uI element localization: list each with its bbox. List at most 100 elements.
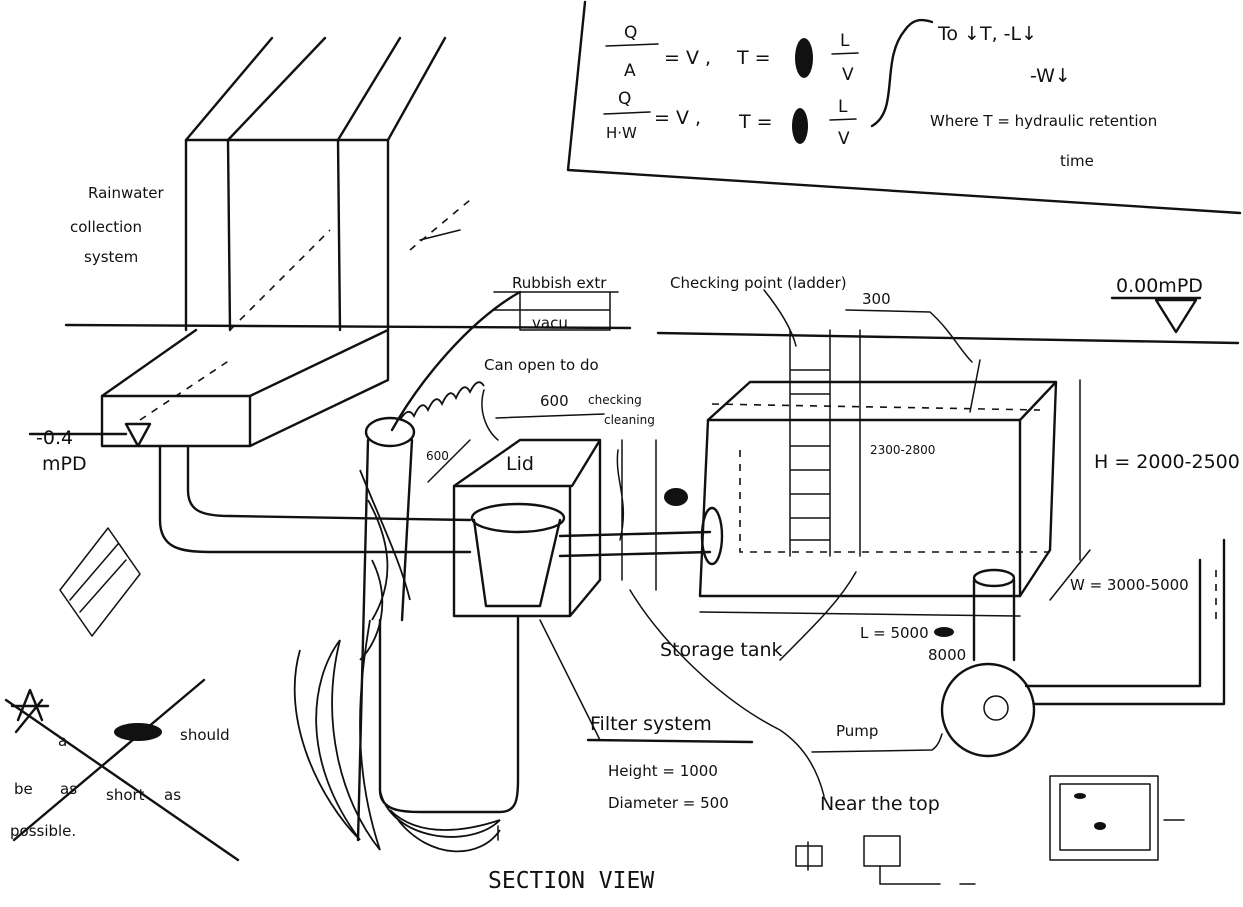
- ink-blot: [664, 488, 688, 506]
- filter-bucket: [472, 518, 562, 608]
- rubbish-label-1: Rubbish extr: [512, 274, 607, 292]
- w-range: W = 3000-5000: [1070, 576, 1189, 594]
- level-marker-left: [124, 422, 152, 448]
- can-open-label: Can open to do: [484, 356, 599, 374]
- tank-inlet: [700, 506, 724, 566]
- filter-bucket-rim: [470, 502, 566, 534]
- level-left-value: -0.4: [36, 427, 73, 449]
- checking-point-label: Checking point (ladder): [670, 274, 847, 292]
- doodle-block: [59, 527, 141, 637]
- note-as2: as: [164, 786, 181, 804]
- rainwater-label-3: system: [84, 248, 138, 266]
- manhole-walls: [356, 438, 414, 842]
- checking-label: checking: [588, 393, 642, 407]
- note-a: a: [58, 732, 67, 750]
- rainwater-building: [28, 36, 471, 448]
- dim-600-side: 600: [426, 449, 449, 463]
- pump-label: Pump: [836, 722, 878, 740]
- level-marker-right: [1154, 298, 1198, 334]
- formula-eq-v2: = V ,: [654, 107, 701, 129]
- formula-v2: V: [838, 129, 850, 149]
- note-should: should: [180, 726, 230, 744]
- dim-600-top-line: [495, 413, 605, 419]
- storage-tank-pointer: [779, 571, 857, 661]
- formula-a: A: [624, 61, 636, 81]
- near-top-pointer: [629, 589, 825, 797]
- fraction-bar-2: [831, 52, 859, 55]
- checking-point-pointer: [763, 289, 797, 347]
- formula-l1: L: [840, 31, 850, 51]
- chain-line: [616, 439, 624, 581]
- dim-300-pointer: [969, 359, 981, 413]
- filter-shaft: [378, 616, 520, 814]
- level-right: 0.00mPD: [1116, 275, 1203, 297]
- formula-l2: L: [838, 97, 848, 117]
- rubbish-extractor: [493, 291, 619, 331]
- rainwater-label-2: collection: [70, 218, 142, 236]
- lid-pointer: [481, 389, 499, 441]
- near-top-label: Near the top: [820, 793, 940, 815]
- pump-pointer: [811, 733, 943, 753]
- note-as: as: [60, 780, 77, 798]
- ladder: [789, 329, 831, 557]
- inlet-scribble: [399, 381, 485, 421]
- storage-tank-label: Storage tank: [660, 639, 783, 661]
- dim-600-side-line: [427, 439, 471, 483]
- formula-hw: H·W: [606, 124, 637, 142]
- dim-300-leader: [845, 309, 973, 363]
- formula-t1: T =: [736, 47, 771, 69]
- manhole-scribble: [293, 469, 411, 851]
- rainwater-label-1: Rainwater: [88, 184, 165, 202]
- dim-l-line: [699, 611, 1021, 617]
- l-range: L = 5000: [860, 624, 929, 642]
- scribbled-out-term-2: [792, 108, 808, 144]
- sloped-inlet: [390, 290, 522, 432]
- ground-line: [64, 323, 632, 330]
- fraction-bar-4: [829, 118, 857, 121]
- intake-pipe: [972, 578, 1016, 662]
- formula-result-1: To ↓T, -L↓: [937, 23, 1037, 45]
- inlet-pipe-outer: [158, 444, 472, 554]
- h-range: H = 2000-2500: [1094, 451, 1240, 473]
- dim-600-top: 600: [540, 392, 569, 410]
- filter-diameter: Diameter = 500: [608, 794, 729, 812]
- note-short: short: [106, 786, 145, 804]
- doodle-screen: [1049, 775, 1185, 861]
- formula-brace: [870, 18, 934, 128]
- dim-300: 300: [862, 290, 891, 308]
- level-left-unit: mPD: [42, 453, 87, 475]
- filter-chamber: [378, 438, 602, 853]
- lid-label: Lid: [506, 453, 534, 475]
- pump: [940, 538, 1226, 758]
- dim-2300-2800: 2300-2800: [870, 443, 935, 457]
- formula-q1: Q: [624, 23, 637, 43]
- inlet-pipe-inner: [186, 444, 472, 522]
- l-scribble: [934, 627, 954, 637]
- intake-pipe-top: [972, 568, 1016, 588]
- formula-eq-v1: = V ,: [664, 47, 711, 69]
- dim-w-line: [1049, 549, 1091, 601]
- formula-box: Q A = V , T = L V Q H·W = V , T = L V To…: [566, 0, 1242, 215]
- doodle-small-1: [795, 841, 823, 871]
- fraction-bar-1: [605, 43, 659, 47]
- formula-q2: Q: [618, 89, 631, 109]
- filter-pointer: [539, 619, 601, 741]
- filter-system-label: Filter system: [590, 713, 712, 735]
- formula-result-2: -W↓: [1030, 65, 1071, 87]
- formula-t2: T =: [738, 111, 773, 133]
- cleaning-label: cleaning: [604, 413, 655, 427]
- dim-8000: 8000: [928, 646, 966, 664]
- rubbish-label-2: vacu: [532, 314, 568, 332]
- doodle-small-2: [863, 835, 976, 885]
- formula-time: time: [1060, 152, 1094, 170]
- crossed-out-note: [4, 678, 240, 862]
- pump-outlet-pipe: [1024, 538, 1226, 706]
- note-possible: possible.: [10, 822, 76, 840]
- formula-where: Where T = hydraulic retention: [930, 112, 1157, 130]
- formula-v1: V: [842, 65, 854, 85]
- note-be: be: [14, 780, 33, 798]
- ground-line-right: [656, 331, 1240, 345]
- section-view-title: SECTION VIEW: [488, 868, 654, 894]
- outlet-pipe: [558, 530, 712, 558]
